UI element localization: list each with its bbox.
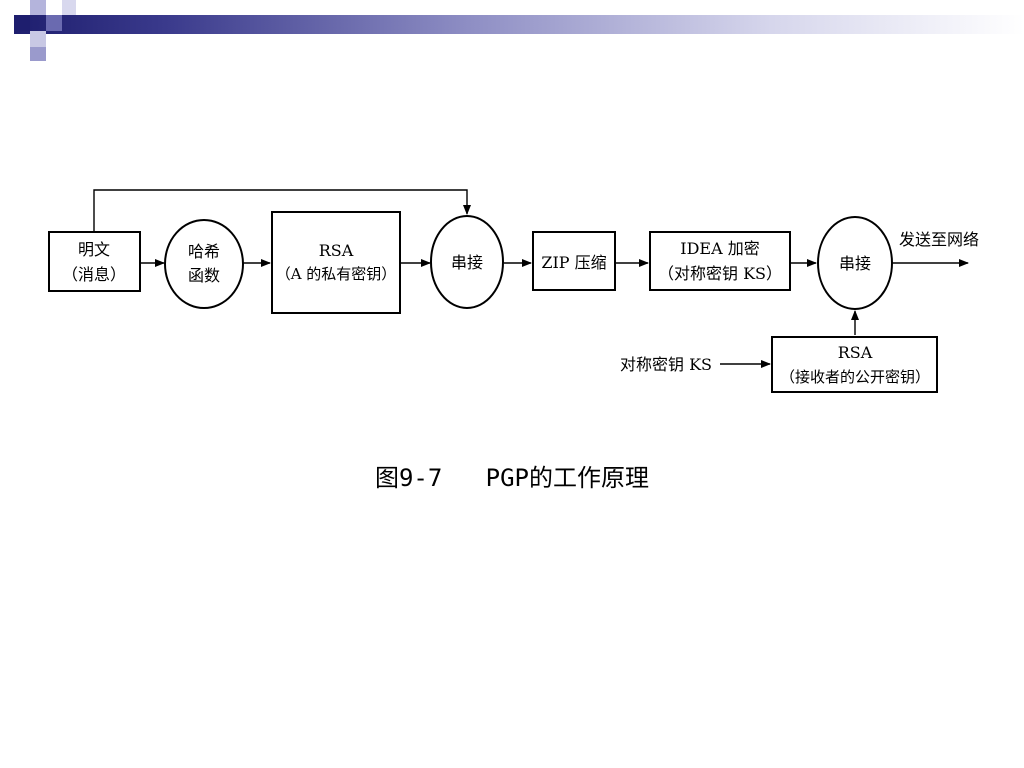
rsa-sign-line2: （A 的私有密钥） [276,265,397,283]
bypass-arrow [93,189,471,232]
node-concat-2: 串接 [817,216,893,310]
zip-label: ZIP 压缩 [541,253,606,272]
hash-line2: 函数 [188,266,220,285]
plaintext-line2: （消息） [62,265,126,284]
node-zip: ZIP 压缩 [532,231,616,291]
concat2-label: 串接 [839,254,871,273]
concat1-label: 串接 [451,253,483,272]
send-network-label: 发送至网络 [899,230,979,249]
hash-line1: 哈希 [188,242,220,261]
node-rsa-recv: RSA （接收者的公开密钥） [771,336,938,393]
figure-caption: 图9-7 PGP的工作原理 [374,464,650,492]
rsa-recv-line2: （接收者的公开密钥） [780,368,930,386]
deco-square-mid-2 [30,47,46,61]
node-concat-1: 串接 [430,215,504,309]
deco-square-light-3 [62,0,76,15]
node-idea: IDEA 加密 （对称密钥 KS） [649,231,791,291]
ks-label: 对称密钥 KS [620,355,712,374]
plaintext-line1: 明文 [78,240,110,259]
header-gradient-bar [14,15,1024,34]
connectors [93,189,969,368]
idea-line1: IDEA 加密 [680,239,759,258]
deco-square-dark [14,15,30,31]
deco-square-light-2 [30,31,46,47]
node-plaintext: 明文 （消息） [48,231,141,292]
rsa-recv-line1: RSA [838,343,873,362]
node-hash: 哈希 函数 [164,219,244,309]
node-rsa-sign: RSA （A 的私有密钥） [271,211,401,314]
deco-square-light [30,0,46,15]
idea-line2: （对称密钥 KS） [658,264,782,283]
deco-square-mid [46,15,62,31]
rsa-sign-line1: RSA [319,241,354,260]
